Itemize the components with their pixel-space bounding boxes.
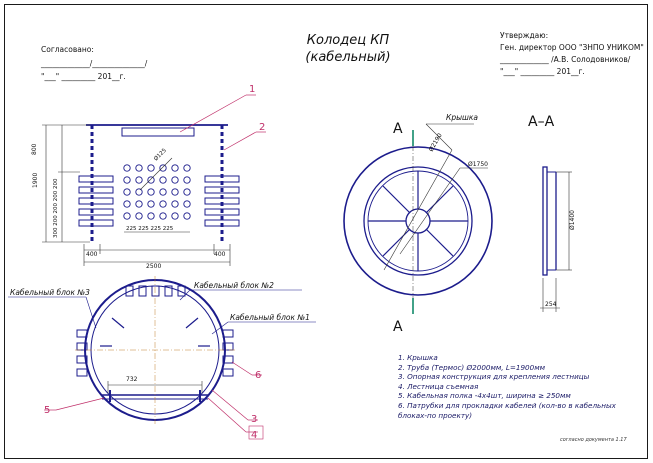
lid-label: Крышка [446, 113, 478, 122]
callout-5: 5 [44, 405, 50, 416]
callout-lines-top [179, 94, 266, 151]
section-mark-bottom: А [393, 319, 403, 335]
approved-date-line: "___" _________ 201__г. [500, 67, 585, 76]
title-line-2: (кабельный) [305, 50, 391, 65]
cable-block-1-label: Кабельный блок №1 [230, 313, 310, 322]
callout-lines-bottom [44, 361, 262, 433]
callout-3: 3 [251, 414, 257, 425]
title-line-1: Колодец КП [306, 33, 390, 48]
note-item: 1. Крышка [398, 353, 438, 362]
approved-position: Ген. директор ООО "ЗНПО УНИКОМ" [500, 43, 644, 52]
callout-4-box [248, 425, 264, 440]
callout-6: 6 [255, 370, 261, 381]
front-view [78, 124, 240, 242]
note-item: 5. Кабельная полка -4х4шт, ширина ≥ 250м… [398, 391, 571, 401]
dim-height-total: 1900 [32, 173, 39, 188]
callout-2: 2 [259, 122, 265, 133]
section-view-title: А–А [528, 114, 555, 130]
dim-hole-spacing: 225 225 225 225 [126, 226, 174, 232]
dim-section-height: Ø1400 [569, 210, 576, 230]
approved-label: Утверждаю: [500, 31, 549, 40]
note-item: блоках-по проекту) [398, 410, 473, 420]
top-view-dims [383, 123, 488, 271]
dim-shelf-spacing: 300 200 200 200 200 [53, 178, 59, 238]
notes-list: 1. Крышка 2. Труба (Термос) Ø2000мм, L=1… [398, 353, 616, 420]
approved-sign-line: _____________ /А.В. Солодовников/ [500, 55, 631, 64]
note-item: 2. Труба (Термос) Ø2000мм, L=1900мм [398, 362, 546, 372]
dim-bottom-right: 400 [214, 251, 226, 258]
plan-axes [75, 276, 235, 424]
dim-section-bottom: 254 [545, 301, 557, 308]
note-item: 4. Лестница съемная [398, 381, 479, 391]
section-mark-top: А [393, 121, 403, 137]
pipe-holes [123, 164, 191, 220]
dim-hole-dia: Ø125 [152, 147, 168, 163]
callout-4: 4 [251, 430, 257, 441]
callout-1: 1 [249, 84, 255, 95]
dim-height-top: 800 [31, 143, 38, 155]
cable-block-3-label: Кабельный блок №3 [10, 288, 90, 297]
top-view [343, 146, 493, 296]
dim-plan-inner: 732 [126, 376, 138, 383]
dim-lid-inner: Ø1750 [468, 161, 488, 168]
note-item: 3. Опорная конструкция для крепления лес… [398, 372, 590, 382]
dim-bottom-left: 400 [86, 251, 98, 258]
agreed-label: Согласовано: [41, 45, 94, 54]
section-dims [540, 171, 572, 312]
agreed-date-line: "___" _________ 201__г. [41, 72, 126, 81]
drawing-title: Колодец КП (кабельный) [278, 32, 418, 66]
agreed-sign-line: _____________/______________/ [41, 59, 148, 68]
note-item: 6. Патрубки для прокладки кабелей (кол-в… [398, 400, 616, 410]
cable-block-2-label: Кабельный блок №2 [194, 281, 274, 290]
drawing-frame [4, 4, 648, 459]
section-view [542, 166, 557, 276]
dim-width-total: 2500 [146, 263, 161, 270]
stamp-text: согласно документа 1.17 [560, 437, 627, 443]
front-view-dims [42, 124, 231, 266]
block-leader-lines [8, 289, 316, 335]
plan-dims [107, 381, 203, 393]
